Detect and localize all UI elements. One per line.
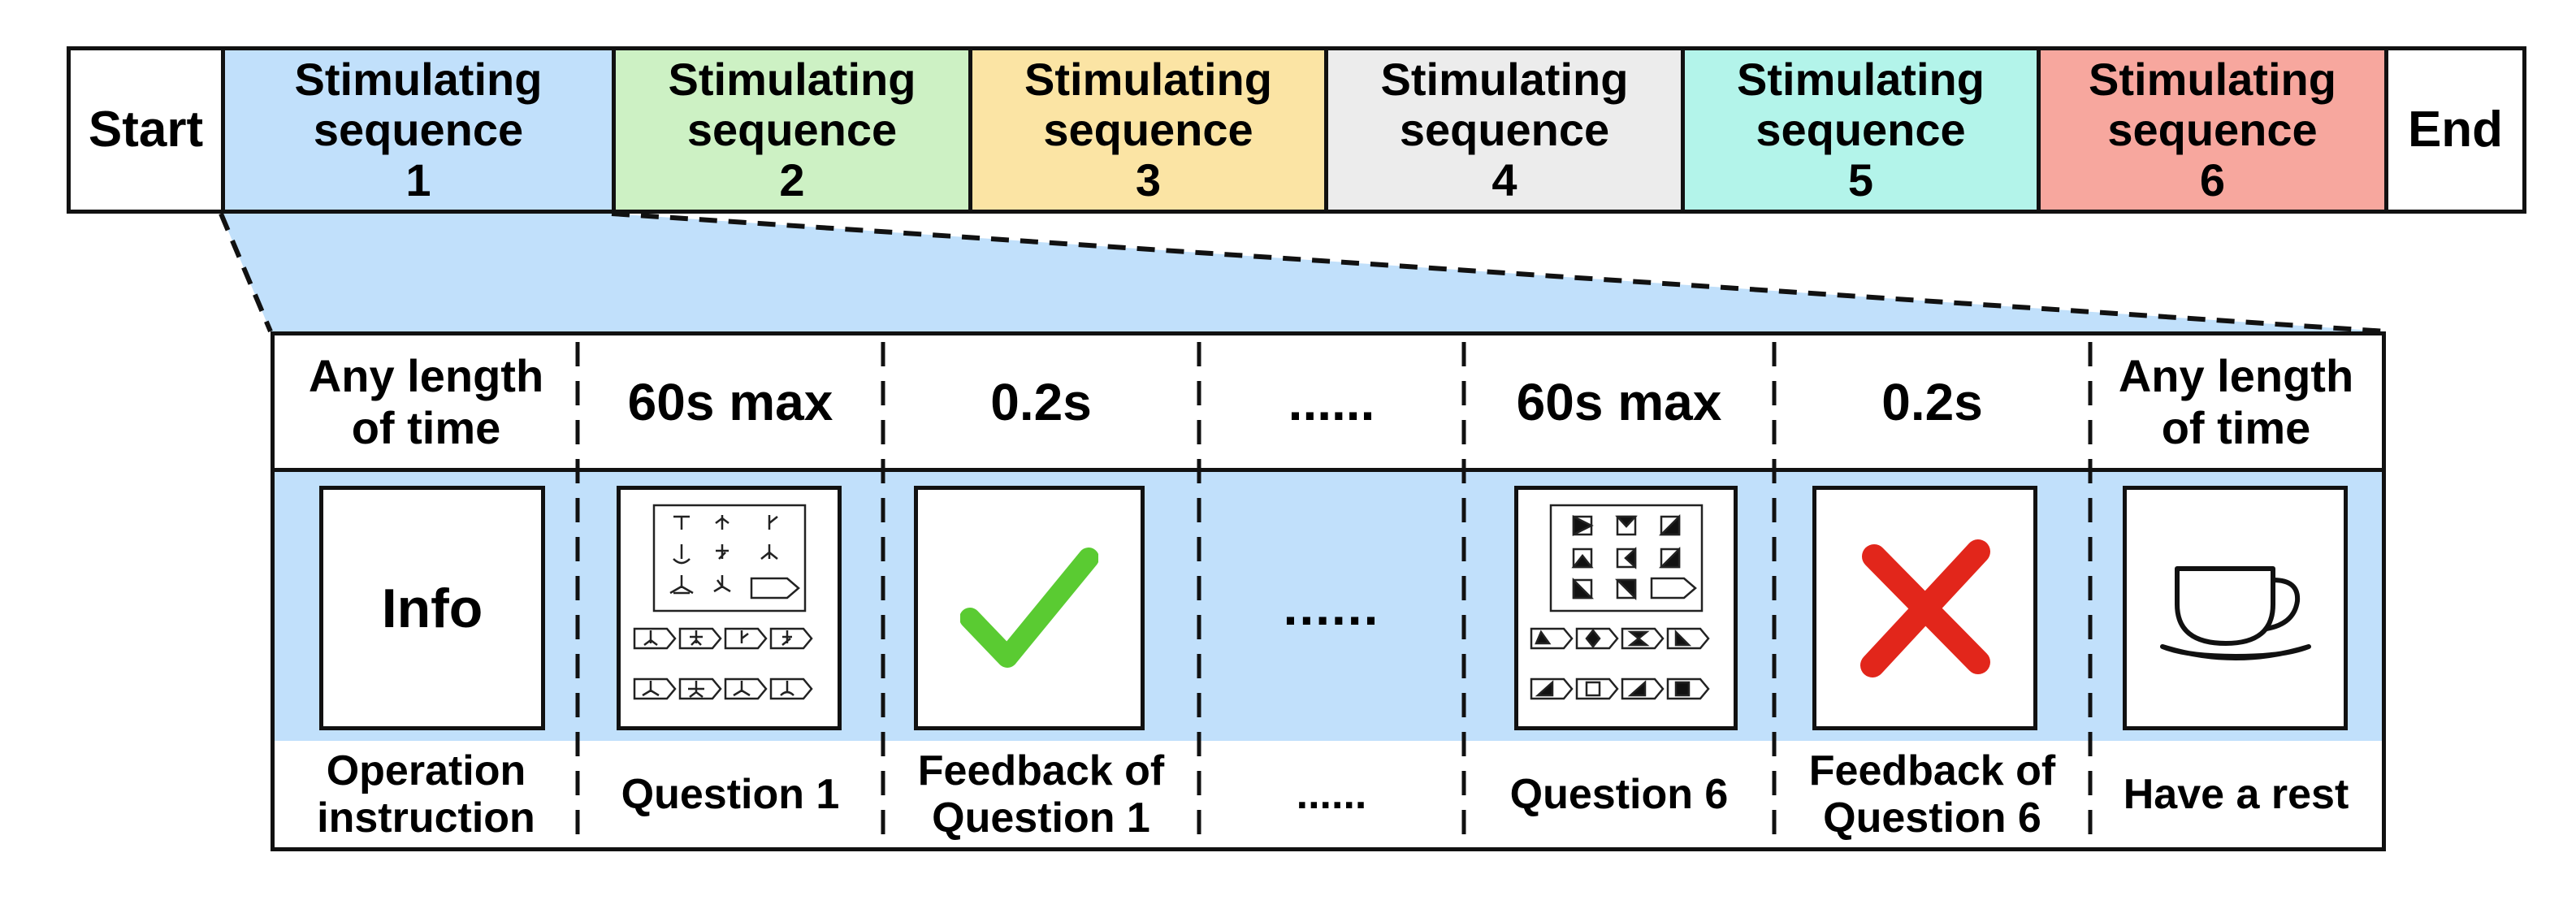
label-1-line2: instruction [317,794,535,842]
feedback-6-screen [1812,486,2037,730]
sequence-3-number: 3 [1135,154,1162,206]
sequence-6-line1: Stimulating [2089,54,2336,105]
sequence-bar: Start Stimulating sequence 1 Stimulating… [67,46,2526,214]
question-6-screen [1514,486,1738,730]
duration-7-line1: Any length [2118,349,2354,401]
end-label: End [2407,102,2504,158]
column-separators [575,342,2093,847]
duration-4-ellipsis: ...... [1288,372,1375,431]
feedback-1-screen [914,486,1145,730]
sequence-2-line2: sequence [686,104,898,155]
sequence-block-5: Stimulating sequence 5 [1681,46,2037,214]
question-1-screen [617,486,842,730]
sequence-3-line1: Stimulating [1024,54,1272,105]
duration-7-line2: of time [2161,401,2311,453]
duration-6: 0.2s [1881,372,1983,431]
label-cell-6: Feedback of Question 6 [1774,741,2090,847]
info-screen: Info [319,486,545,730]
label-6-line2: Question 6 [1823,794,2041,842]
start-label: Start [88,102,204,158]
sequence-4-number: 4 [1491,154,1517,206]
sequence-4-line2: sequence [1399,104,1610,155]
duration-cell-5: 60s max [1464,335,1774,468]
label-cell-4: ...... [1199,741,1464,847]
zoom-dashed-right [611,211,2387,334]
end-block: End [2384,46,2526,214]
sequence-4-line1: Stimulating [1380,54,1629,105]
screen-ellipsis: ...... [1283,577,1380,636]
coffee-cup-icon [2159,565,2311,660]
zoom-wedge [221,214,2386,331]
sequence-5-number: 5 [1847,154,1874,206]
duration-cell-6: 0.2s [1774,335,2090,468]
screen-ellipsis-cell: ...... [1199,472,1464,741]
label-2: Question 1 [621,770,840,818]
label-cell-3: Feedback of Question 1 [883,741,1199,847]
sequence-block-6: Stimulating sequence 6 [2037,46,2384,214]
label-6-line1: Feedback of [1808,747,2056,794]
red-cross-icon [1859,539,1990,677]
label-cell-1: Operation instruction [275,741,578,847]
label-1-line1: Operation [326,747,526,794]
sequence-1-number: 1 [405,154,431,206]
sequence-2-line1: Stimulating [668,54,916,105]
label-cell-5: Question 6 [1464,741,1774,847]
sequence-block-4: Stimulating sequence 4 [1324,46,1681,214]
info-label: Info [381,577,483,639]
sequence-5-line1: Stimulating [1737,54,1985,105]
duration-1-line1: Any length [308,349,544,401]
label-7: Have a rest [2123,770,2349,818]
sequence-3-line2: sequence [1043,104,1253,155]
puzzle-grid-icon [1530,504,1710,699]
label-cell-2: Question 1 [578,741,883,847]
duration-cell-2: 60s max [578,335,883,468]
start-block: Start [67,46,221,214]
duration-1-line2: of time [351,401,501,453]
label-3-line1: Feedback of [917,747,1165,794]
duration-row: Any length of time 60s max 0.2s ...... 6… [275,335,2382,472]
rest-screen [2123,486,2348,730]
sequence-6-line2: sequence [2107,104,2318,155]
label-cell-7: Have a rest [2090,741,2382,847]
sequence-block-3: Stimulating sequence 3 [968,46,1324,214]
label-4-ellipsis: ...... [1296,770,1367,818]
duration-cell-1: Any length of time [275,335,578,468]
label-5: Question 6 [1509,770,1729,818]
sequence-detail-table: Any length of time 60s max 0.2s ...... 6… [271,331,2386,851]
sequence-5-line2: sequence [1756,104,1966,155]
label-row: Operation instruction Question 1 Feedbac… [275,741,2382,847]
duration-3: 0.2s [990,372,1092,431]
sequence-block-2: Stimulating sequence 2 [612,46,968,214]
sequence-1-line1: Stimulating [294,54,543,105]
duration-cell-4: ...... [1199,335,1464,468]
screen-row: Info [275,472,2382,741]
sequence-2-number: 2 [779,154,805,206]
sequence-6-number: 6 [2199,154,2226,206]
sequence-block-1: Stimulating sequence 1 [221,46,612,214]
green-checkmark-icon [960,547,1098,668]
label-3-line2: Question 1 [932,794,1150,842]
duration-cell-7: Any length of time [2090,335,2382,468]
zoom-dashed-left [219,212,273,333]
duration-5: 60s max [1516,372,1722,431]
sequence-1-line2: sequence [313,104,524,155]
duration-cell-3: 0.2s [883,335,1199,468]
puzzle-grid-icon [633,504,813,699]
duration-2: 60s max [627,372,833,431]
